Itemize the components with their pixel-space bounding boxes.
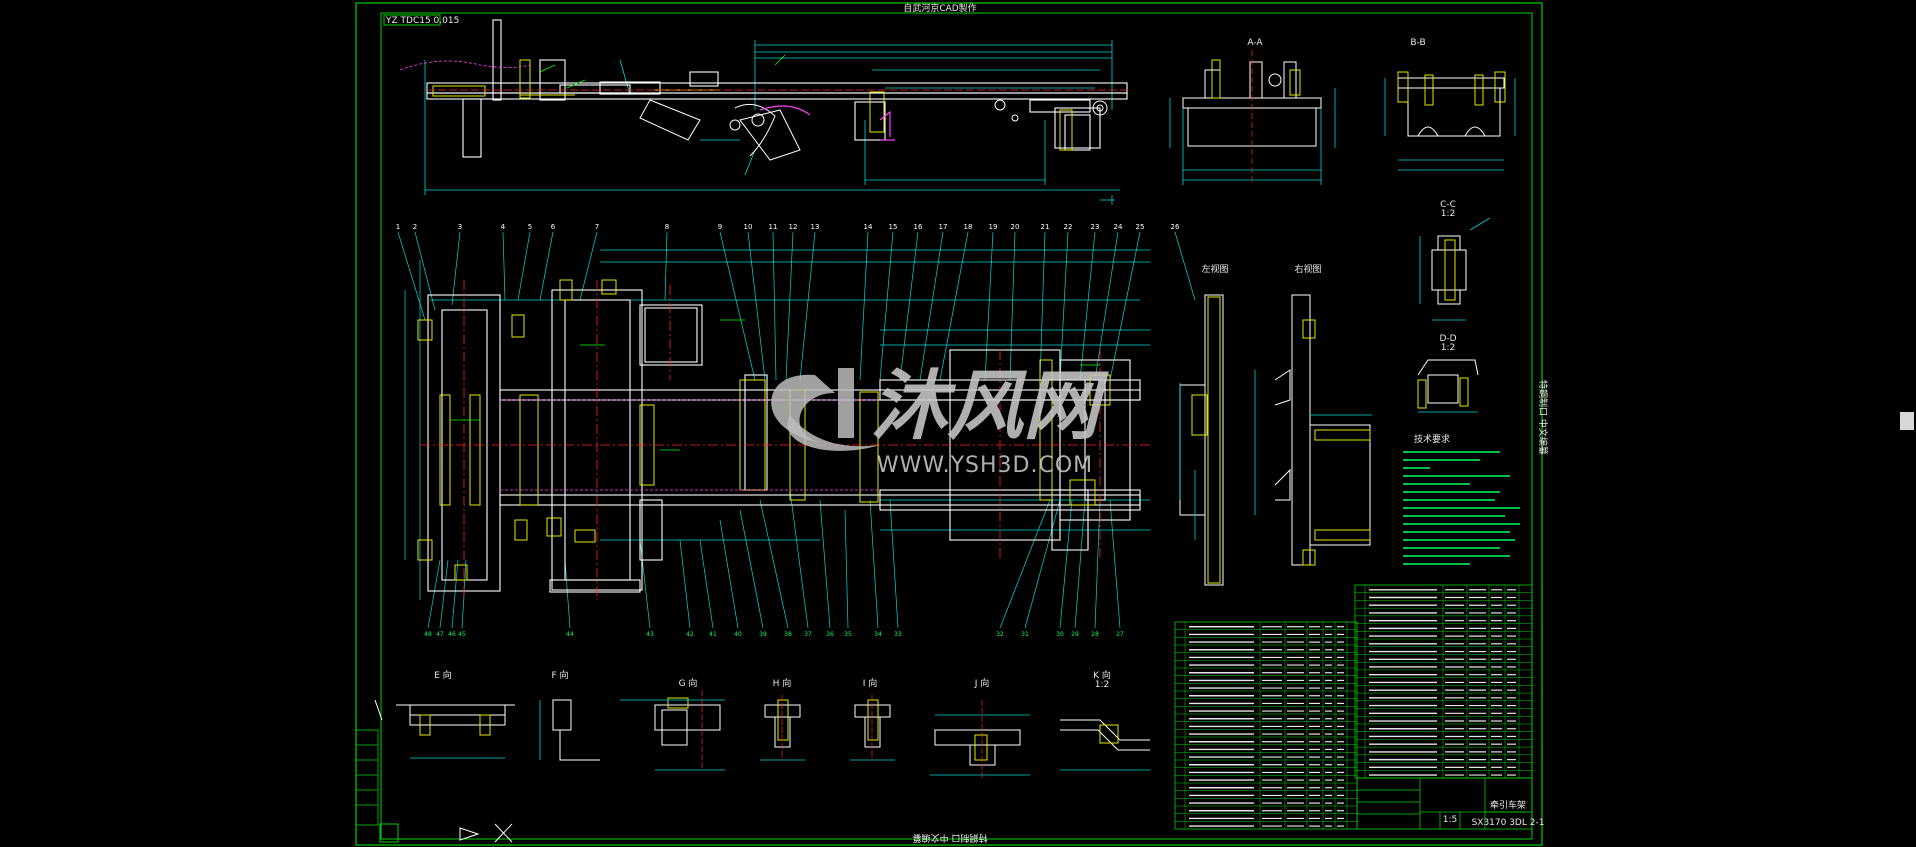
balloon-number: 3 bbox=[458, 223, 462, 231]
vertical-scrollbar[interactable] bbox=[1898, 0, 1916, 847]
balloon-number: 14 bbox=[864, 223, 873, 231]
section-cc-label: C-C bbox=[1440, 200, 1456, 210]
section-bb-view: B-B bbox=[1384, 38, 1516, 171]
balloon-number: 38 bbox=[784, 631, 792, 638]
title-block-scale: 1:5 bbox=[1443, 815, 1457, 825]
balloon-number: 24 bbox=[1114, 223, 1123, 231]
scroll-thumb[interactable] bbox=[1900, 412, 1914, 430]
side-vertical-text: 特鋼制口 中文编纂 bbox=[1537, 380, 1549, 455]
balloon-number: 20 bbox=[1011, 223, 1020, 231]
balloon-number: 16 bbox=[914, 223, 923, 231]
balloon-number: 25 bbox=[1136, 223, 1145, 231]
balloon-number: 6 bbox=[551, 223, 556, 231]
section-cc-scale: 1:2 bbox=[1441, 209, 1455, 219]
balloon-number: 40 bbox=[734, 631, 742, 638]
section-aa-label: A-A bbox=[1247, 38, 1263, 48]
balloon-number: 17 bbox=[939, 223, 948, 231]
balloon-number: 27 bbox=[1116, 631, 1124, 638]
balloon-number: 44 bbox=[566, 631, 574, 638]
parts-list-left bbox=[1174, 621, 1358, 830]
top-title: 自武河京CAD製作 bbox=[903, 2, 976, 14]
balloon-number: 11 bbox=[769, 223, 778, 231]
parts-list-right bbox=[1354, 584, 1533, 779]
balloon-number: 28 bbox=[1091, 631, 1099, 638]
balloon-number: 36 bbox=[826, 631, 834, 638]
balloon-number: 4 bbox=[501, 223, 506, 231]
title-block bbox=[1356, 777, 1533, 830]
balloon-number: 45 bbox=[458, 631, 466, 638]
balloon-number: 9 bbox=[718, 223, 722, 231]
section-dd-scale: 1:2 bbox=[1441, 343, 1455, 353]
balloon-number: 33 bbox=[894, 631, 902, 638]
balloon-number: 18 bbox=[964, 223, 973, 231]
right-view-label: 右视图 bbox=[1294, 263, 1321, 275]
section-dd-label: D-D bbox=[1439, 334, 1456, 344]
balloon-number: 26 bbox=[1171, 223, 1180, 231]
watermark-url: WWW.YSH3D.COM bbox=[877, 453, 1093, 478]
drawing-number-box: YZ TDC15 0.015 bbox=[383, 14, 459, 26]
left-side-view: 左视图 bbox=[1179, 263, 1229, 586]
section-cc-view: C-C 1:2 bbox=[1419, 200, 1491, 321]
balloon-number: 41 bbox=[709, 631, 717, 638]
view-g-label: G 向 bbox=[679, 677, 698, 689]
view-k-label: K 向 bbox=[1093, 669, 1111, 681]
title-block-part-number: SX3170 3DL 2-1 bbox=[1472, 818, 1545, 828]
balloon-number: 8 bbox=[665, 223, 669, 231]
balloon-number: 23 bbox=[1091, 223, 1100, 231]
balloon-number: 43 bbox=[646, 631, 654, 638]
view-f-label: F 向 bbox=[551, 669, 568, 681]
balloon-number: 30 bbox=[1056, 631, 1064, 638]
technical-requirements: 技术要求 bbox=[1403, 433, 1520, 565]
section-aa-view: A-A bbox=[1169, 38, 1336, 185]
view-k-scale: 1:2 bbox=[1095, 680, 1109, 690]
view-e-label: E 向 bbox=[434, 669, 452, 681]
balloon-number: 1 bbox=[396, 223, 400, 231]
left-view-label: 左视图 bbox=[1201, 263, 1228, 275]
balloon-number: 12 bbox=[789, 223, 798, 231]
balloon-number: 34 bbox=[874, 631, 882, 638]
balloon-number: 47 bbox=[436, 631, 444, 638]
balloon-number: 22 bbox=[1064, 223, 1073, 231]
balloon-number: 13 bbox=[811, 223, 820, 231]
detail-views-row: E 向 F 向 G 向 H 向 I 向 J 向 K 向 1:2 bbox=[396, 669, 1150, 780]
bottom-vertical-text: 特鋼制口 中文编纂 bbox=[913, 832, 988, 844]
balloon-number: 42 bbox=[686, 631, 694, 638]
right-side-view: 右视图 bbox=[1254, 263, 1372, 566]
sheet-border bbox=[355, 2, 1543, 846]
balloon-number: 31 bbox=[1021, 631, 1029, 638]
drawing-number: YZ TDC15 0.015 bbox=[385, 16, 459, 26]
balloon-number: 7 bbox=[595, 223, 599, 231]
view-h-label: H 向 bbox=[773, 677, 792, 689]
revision-column bbox=[355, 729, 379, 826]
view-i-label: I 向 bbox=[863, 677, 878, 689]
projection-symbol bbox=[374, 699, 513, 843]
balloon-number: 29 bbox=[1071, 631, 1079, 638]
balloon-number: 5 bbox=[528, 223, 532, 231]
balloon-number: 15 bbox=[889, 223, 898, 231]
section-dd-view: D-D 1:2 bbox=[1417, 334, 1479, 413]
title-block-part-name: 牵引车架 bbox=[1490, 799, 1526, 811]
section-bb-label: B-B bbox=[1410, 38, 1425, 48]
balloon-number: 2 bbox=[413, 223, 417, 231]
balloon-number: 37 bbox=[804, 631, 812, 638]
balloon-number: 21 bbox=[1041, 223, 1050, 231]
balloon-number: 48 bbox=[424, 631, 432, 638]
view-j-label: J 向 bbox=[974, 677, 990, 689]
balloon-number: 39 bbox=[759, 631, 767, 638]
watermark-brand: 沐风网 bbox=[871, 361, 1109, 450]
balloon-number: 19 bbox=[989, 223, 998, 231]
balloon-number: 10 bbox=[744, 223, 753, 231]
elevation-view bbox=[399, 19, 1128, 205]
watermark-logo: 沐风网 WWW.YSH3D.COM bbox=[771, 361, 1109, 478]
balloon-number: 46 bbox=[448, 631, 456, 638]
balloon-number: 35 bbox=[844, 631, 852, 638]
balloon-number: 32 bbox=[996, 631, 1004, 638]
tech-requirements-title: 技术要求 bbox=[1414, 433, 1450, 445]
